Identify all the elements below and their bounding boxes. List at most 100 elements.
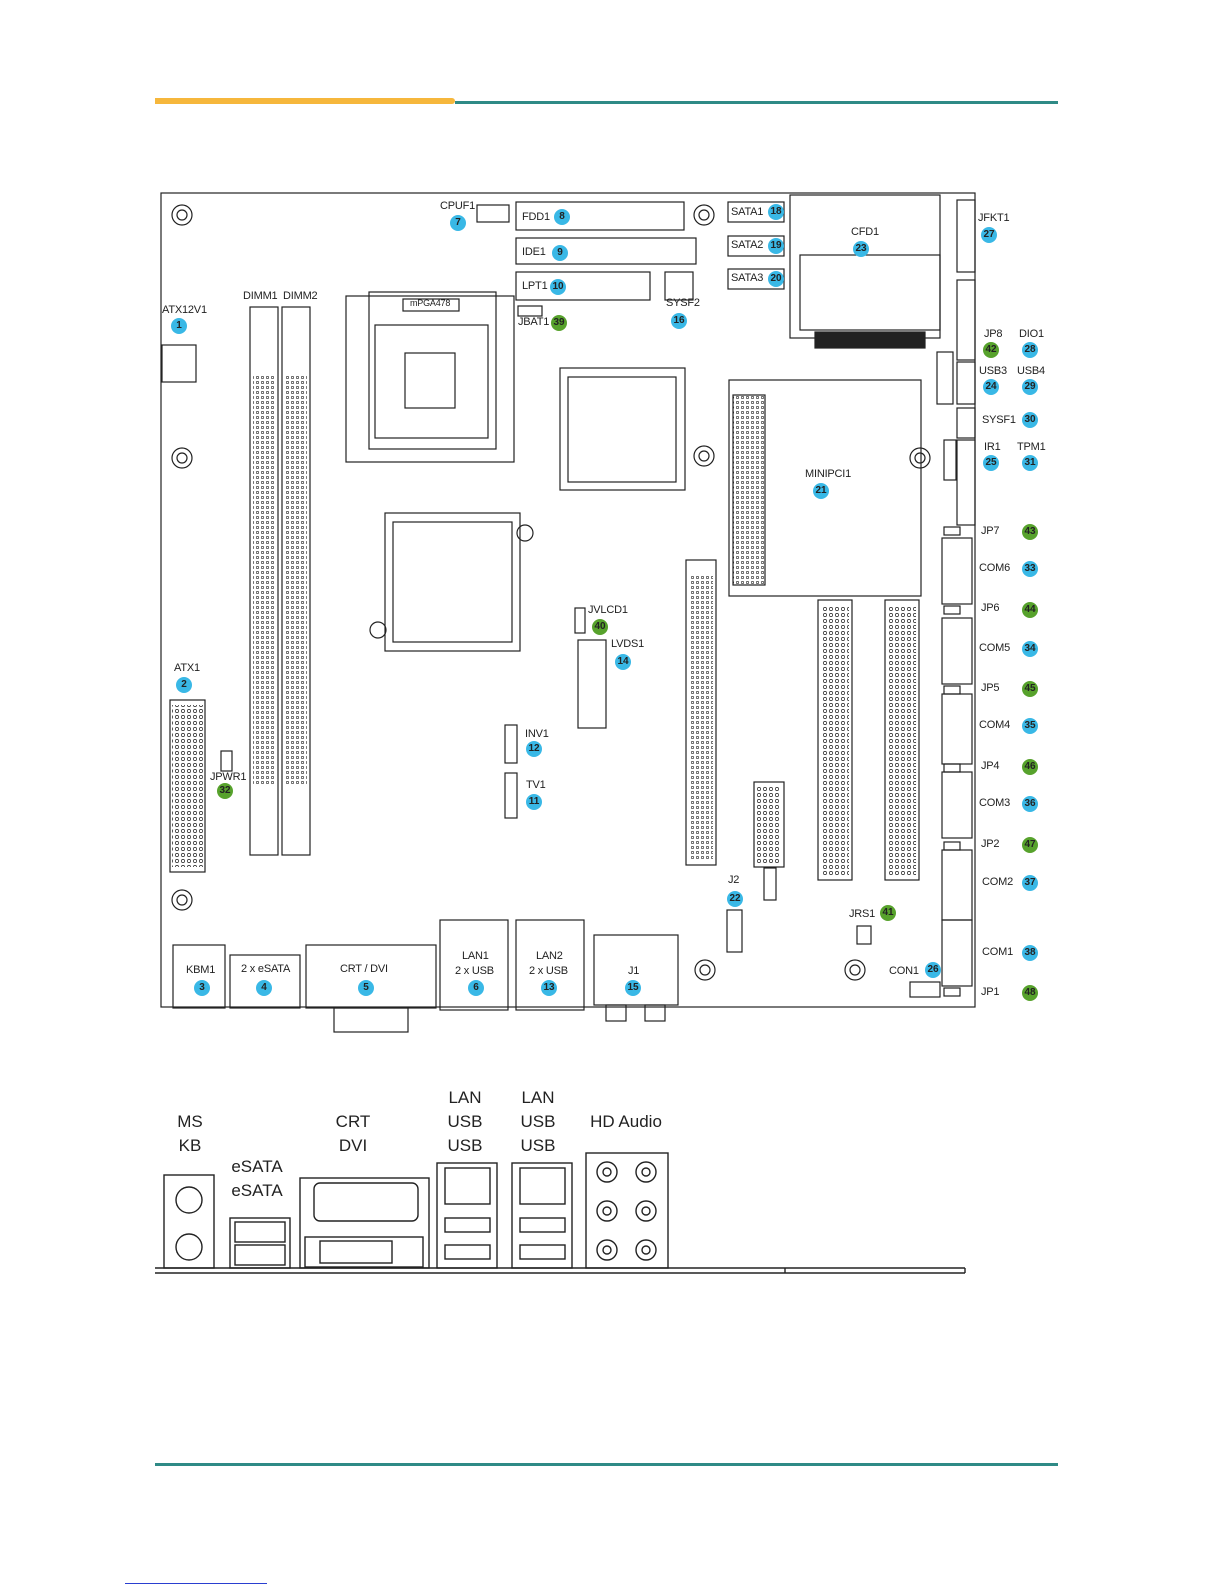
label-jvlcd1: JVLCD1	[588, 604, 628, 616]
label-sata1: SATA1	[731, 206, 764, 218]
label-sata2: SATA2	[731, 239, 764, 251]
badge-36: 36	[1022, 796, 1038, 812]
label-minipci1: MINIPCI1	[805, 468, 852, 480]
io-label-usb-b2: USB	[520, 1136, 556, 1155]
badge-24: 24	[983, 379, 999, 395]
badge-38: 38	[1022, 945, 1038, 961]
cpu-socket-label: mPGA478	[410, 298, 451, 308]
footer-link-underline	[125, 1583, 267, 1584]
badge-48: 48	[1022, 985, 1038, 1001]
badge-29: 29	[1022, 379, 1038, 395]
badge-35: 35	[1022, 718, 1038, 734]
badge-4: 4	[256, 980, 272, 996]
label-jp7: JP7	[981, 525, 1000, 537]
label-com1: COM1	[982, 946, 1013, 958]
badge-25: 25	[983, 455, 999, 471]
io-label-lan-b: LAN	[521, 1088, 555, 1107]
badge-16: 16	[671, 313, 687, 329]
badge-5: 5	[358, 980, 374, 996]
label-usb3: USB3	[979, 365, 1007, 377]
label-lan2-usb: 2 x USB	[529, 965, 568, 977]
badge-31: 31	[1022, 455, 1038, 471]
label-kbm1: KBM1	[186, 964, 216, 976]
badge-37: 37	[1022, 875, 1038, 891]
label-sysf1: SYSF1	[982, 414, 1016, 426]
badge-15: 15	[625, 980, 641, 996]
badge-18: 18	[768, 204, 784, 220]
badge-44: 44	[1022, 602, 1038, 618]
badge-45: 45	[1022, 681, 1038, 697]
label-jrs1: JRS1	[849, 908, 876, 920]
badge-10: 10	[550, 279, 566, 295]
label-inv1: INV1	[525, 728, 549, 740]
label-com6: COM6	[979, 562, 1010, 574]
badge-32: 32	[217, 783, 233, 799]
io-label-esata-a: eSATA	[231, 1157, 283, 1176]
label-atx1: ATX1	[174, 662, 200, 674]
badge-1: 1	[171, 318, 187, 334]
badge-13: 13	[541, 980, 557, 996]
badge-30: 30	[1022, 412, 1038, 428]
badge-39: 39	[551, 315, 567, 331]
badge-22: 22	[727, 891, 743, 907]
footer-teal-rule	[155, 1463, 1058, 1466]
label-j1: J1	[628, 965, 640, 977]
label-j2: J2	[728, 874, 740, 886]
label-jp1: JP1	[981, 986, 1000, 998]
label-jp4: JP4	[981, 760, 1000, 772]
badge-12: 12	[526, 741, 542, 757]
badge-3: 3	[194, 980, 210, 996]
badge-42: 42	[983, 342, 999, 358]
label-jpwr1: JPWR1	[210, 771, 247, 783]
label-esata: 2 x eSATA	[241, 963, 291, 975]
label-con1: CON1	[889, 965, 919, 977]
badge-43: 43	[1022, 524, 1038, 540]
io-label-dvi: DVI	[338, 1136, 368, 1155]
badge-46: 46	[1022, 759, 1038, 775]
label-lan1: LAN1	[462, 950, 489, 962]
io-label-lan-a: LAN	[448, 1088, 482, 1107]
badge-9: 9	[552, 245, 568, 261]
label-cfd1: CFD1	[851, 226, 879, 238]
label-com4: COM4	[979, 719, 1010, 731]
badge-27: 27	[981, 227, 997, 243]
label-jbat1: JBAT1	[518, 316, 550, 328]
badge-47: 47	[1022, 837, 1038, 853]
label-com3: COM3	[979, 797, 1010, 809]
label-dio1: DIO1	[1019, 328, 1044, 340]
label-jp2: JP2	[981, 838, 1000, 850]
label-dimm1: DIMM1	[243, 290, 278, 302]
io-label-esata-b: eSATA	[231, 1181, 283, 1200]
badge-40: 40	[592, 619, 608, 635]
label-jp6: JP6	[981, 602, 1000, 614]
label-crt-dvi: CRT / DVI	[340, 963, 388, 975]
label-lan2: LAN2	[536, 950, 563, 962]
label-tv1: TV1	[526, 779, 546, 791]
io-label-kb: KB	[178, 1136, 202, 1155]
badge-8: 8	[554, 209, 570, 225]
badge-14: 14	[615, 654, 631, 670]
io-label-hd-audio: HD Audio	[590, 1112, 662, 1131]
badge-34: 34	[1022, 641, 1038, 657]
label-cpuf1: CPUF1	[440, 200, 476, 212]
badge-19: 19	[768, 238, 784, 254]
badge-20: 20	[768, 271, 784, 287]
label-dimm2: DIMM2	[283, 290, 318, 302]
label-sysf2: SYSF2	[666, 297, 700, 309]
label-ir1: IR1	[984, 441, 1001, 453]
badge-41: 41	[880, 905, 896, 921]
io-label-ms: MS	[177, 1112, 203, 1131]
label-ide1: IDE1	[522, 246, 546, 258]
label-com5: COM5	[979, 642, 1010, 654]
label-jp8: JP8	[984, 328, 1003, 340]
badge-33: 33	[1022, 561, 1038, 577]
io-label-crt: CRT	[335, 1112, 371, 1131]
badge-6: 6	[468, 980, 484, 996]
label-jp5: JP5	[981, 682, 1000, 694]
io-label-usb-a2: USB	[447, 1136, 483, 1155]
label-lvds1: LVDS1	[611, 638, 645, 650]
badge-2: 2	[176, 677, 192, 693]
badge-28: 28	[1022, 342, 1038, 358]
label-tpm1: TPM1	[1017, 441, 1046, 453]
badge-21: 21	[813, 483, 829, 499]
